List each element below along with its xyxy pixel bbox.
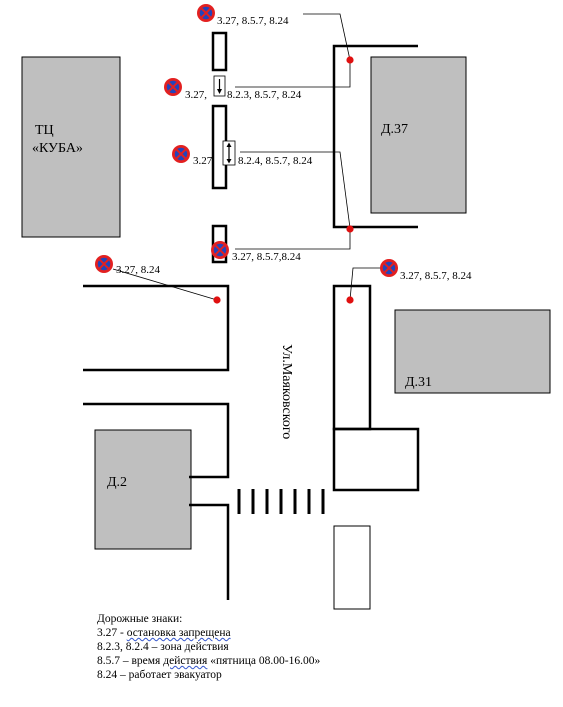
sign-label-4: 3.27, 8.5.7,8.24 xyxy=(232,251,301,263)
building-d31-label: Д.31 xyxy=(405,375,432,390)
legend-text: остановка запрещена xyxy=(126,627,231,639)
sign-label-5: 3.27, 8.24 xyxy=(116,264,161,276)
marker-dot xyxy=(346,296,354,304)
no-stopping-sign-icon xyxy=(171,144,191,164)
legend: Дорожные знаки: 3.27 - остановка запреще… xyxy=(97,612,320,682)
sign-label-2a: 3.27, xyxy=(185,89,207,101)
building-d31: Д.31 xyxy=(394,309,551,394)
sign-label-6: 3.27, 8.5.7, 8.24 xyxy=(400,270,472,282)
legend-text-wavy: действия xyxy=(163,655,208,667)
building-d37: Д.37 xyxy=(370,56,467,214)
road-edges xyxy=(83,44,418,600)
legend-code: 3.27 - xyxy=(97,627,124,639)
sign-label-3b: 8.2.4, 8.5.7, 8.24 xyxy=(238,155,313,167)
position-markers xyxy=(213,56,354,304)
sign-label-3a: 3.27 xyxy=(193,155,213,167)
marker-dot xyxy=(346,225,354,233)
building-tc-kuba-label-1: ТЦ xyxy=(35,123,54,138)
building-d2-label: Д.2 xyxy=(107,475,127,490)
building-tc-kuba-label-2: «КУБА» xyxy=(32,141,83,156)
no-stopping-sign-icon xyxy=(163,77,183,97)
legend-item-3-27: 3.27 - остановка запрещена xyxy=(97,626,320,640)
legend-code: 8.5.7 – время xyxy=(97,655,161,667)
no-stopping-sign-icon xyxy=(196,3,216,23)
marker-dot xyxy=(346,56,354,64)
crosswalk xyxy=(237,489,325,514)
no-stopping-sign-icon xyxy=(94,254,114,274)
street-name: Ул.Маяковского xyxy=(279,344,294,439)
marker-dot xyxy=(213,296,221,304)
legend-item-8-24: 8.24 – работает эвакуатор xyxy=(97,669,222,681)
leader-lines xyxy=(112,13,398,301)
right-structures xyxy=(332,284,420,610)
sign-label-1: 3.27, 8.5.7, 8.24 xyxy=(217,15,289,27)
zone-sign-8-2-3 xyxy=(213,75,226,97)
legend-item-8-2: 8.2.3, 8.2.4 – зона действия xyxy=(97,641,229,653)
building-d2: Д.2 xyxy=(94,429,192,550)
sign-label-2b: 8.2.3, 8.5.7, 8.24 xyxy=(227,89,302,101)
legend-title: Дорожные знаки: xyxy=(97,613,183,625)
building-tc-kuba: ТЦ «КУБА» xyxy=(21,56,121,238)
legend-text: «пятница 08.00-16.00» xyxy=(210,655,321,667)
building-d37-label: Д.37 xyxy=(381,122,408,137)
no-stopping-sign-icon xyxy=(379,258,399,278)
legend-item-8-5-7: 8.5.7 – время действия «пятница 08.00-16… xyxy=(97,654,320,668)
no-stopping-sign-icon xyxy=(210,240,230,260)
zone-sign-8-2-4 xyxy=(222,140,236,166)
